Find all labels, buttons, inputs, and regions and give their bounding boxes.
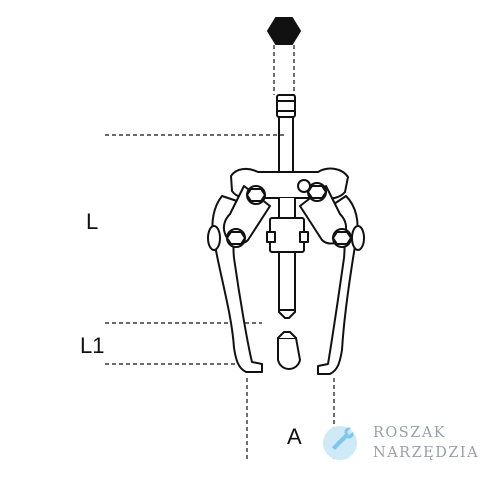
- watermark-line-2: NARZĘDZIA: [373, 445, 480, 461]
- bolt-top-right: [306, 182, 328, 202]
- right-jaw-pivot: [351, 225, 365, 251]
- dimension-label-L: L: [86, 209, 99, 234]
- spindle-nut: [276, 94, 296, 118]
- bolt-bottom-right: [331, 228, 353, 248]
- bolt-top-left: [245, 185, 267, 205]
- hex-head: [267, 17, 301, 45]
- spindle-lower: [278, 197, 296, 319]
- watermark-line-1: ROSZAK: [373, 425, 447, 441]
- dimension-label-L1: L1: [80, 333, 105, 358]
- left-jaw-pivot: [207, 225, 221, 251]
- watermark: ROSZAK NARZĘDZIA: [320, 420, 480, 470]
- spindle-tip: [277, 337, 301, 370]
- wrench-icon: [323, 426, 357, 460]
- watermark-text: ROSZAK NARZĘDZIA: [373, 423, 479, 463]
- bolt-bottom-left: [225, 228, 247, 248]
- dimension-label-A: A: [287, 424, 302, 449]
- bolt-mid-right: [297, 179, 311, 193]
- spindle-upper: [278, 116, 294, 173]
